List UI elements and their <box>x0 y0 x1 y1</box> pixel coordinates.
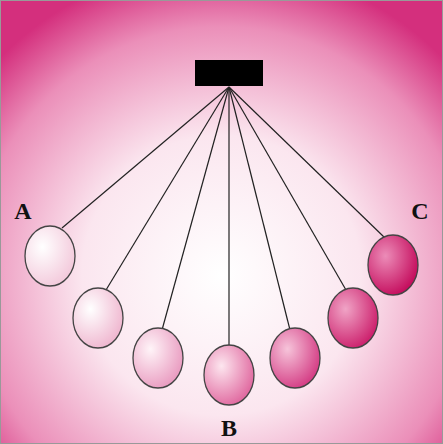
position-label: A <box>14 199 31 223</box>
position-label: C <box>411 199 428 223</box>
pendulum-bobs <box>25 226 418 405</box>
pivot-support <box>195 60 263 86</box>
position-label: B <box>221 416 237 440</box>
